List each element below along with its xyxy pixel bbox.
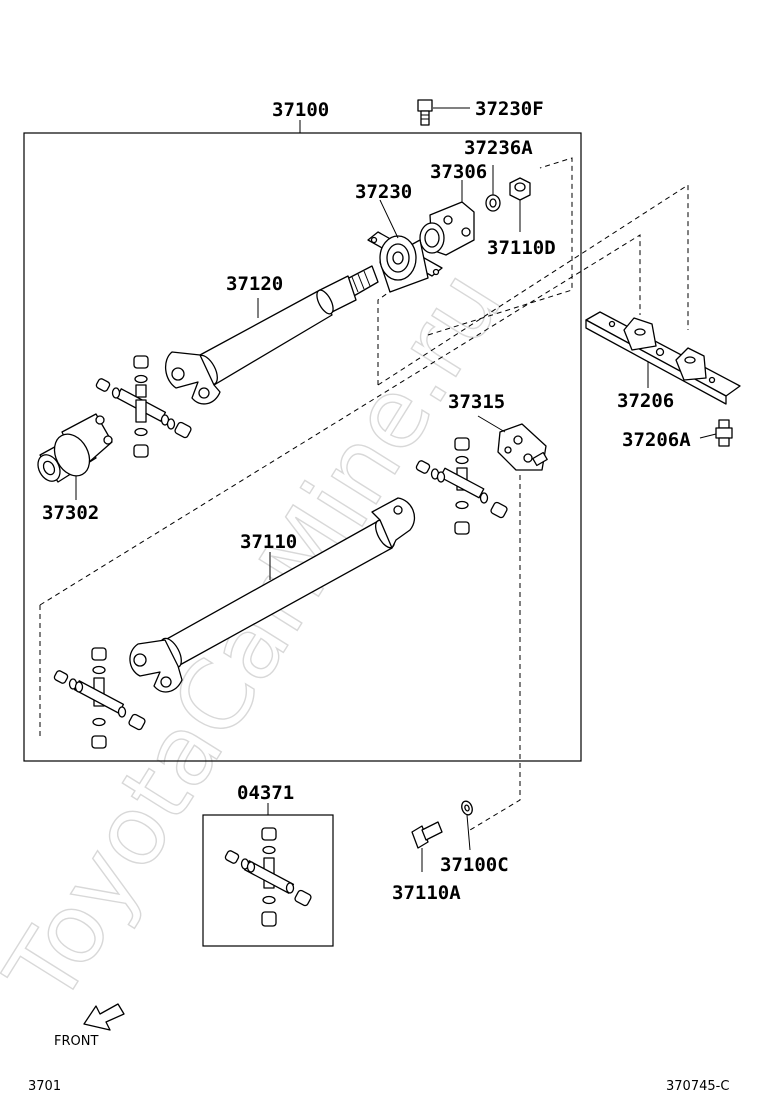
center-bearing-37230 xyxy=(367,231,443,293)
diagram-code-left: 3701 xyxy=(28,1079,61,1094)
label-37206a: 37206A xyxy=(622,429,691,451)
grease-fitting-37206a xyxy=(715,419,733,447)
guide-line-flange xyxy=(469,475,521,831)
label-37206: 37206 xyxy=(617,390,674,412)
bolt-37230f xyxy=(417,99,433,126)
label-37100c: 37100C xyxy=(440,854,509,876)
center-support-bracket-37206 xyxy=(585,311,741,405)
leader-37206a xyxy=(699,433,717,439)
lock-washer-37100c xyxy=(461,800,473,816)
sleeve-yoke-37302 xyxy=(37,413,113,483)
leader-37230 xyxy=(379,199,399,239)
bolt-37110a xyxy=(411,821,443,849)
washer-37236a xyxy=(485,194,501,212)
label-37302: 37302 xyxy=(42,502,99,524)
leader-37315 xyxy=(477,415,506,433)
universal-joint-spider-upper xyxy=(95,355,192,458)
guide-line-center-bearing xyxy=(427,157,573,336)
label-37230: 37230 xyxy=(355,181,412,203)
label-37110a: 37110A xyxy=(392,882,461,904)
label-37110d: 37110D xyxy=(487,237,556,259)
flange-yoke-37315 xyxy=(497,423,548,471)
nut-37110d xyxy=(509,177,531,201)
propeller-shaft-37110 xyxy=(129,497,415,693)
label-37236a: 37236A xyxy=(464,137,533,159)
label-37100: 37100 xyxy=(272,99,329,121)
yoke-flange-37306 xyxy=(419,201,475,256)
assembly-frame xyxy=(23,132,582,762)
front-label: FRONT xyxy=(54,1034,98,1049)
universal-joint-kit-04371 xyxy=(224,827,312,927)
label-37315: 37315 xyxy=(448,391,505,413)
label-37110: 37110 xyxy=(240,531,297,553)
guide-line-bracket-left xyxy=(39,234,641,606)
guide-line-37120 xyxy=(377,289,393,385)
front-arrow-icon xyxy=(83,1003,125,1031)
label-37120: 37120 xyxy=(226,273,283,295)
propeller-shaft-37120 xyxy=(165,265,379,405)
label-37306: 37306 xyxy=(430,161,487,183)
leader-37100c xyxy=(466,814,471,851)
label-04371: 04371 xyxy=(237,782,294,804)
universal-joint-spider-lower xyxy=(53,647,146,749)
diagram-code-right: 370745-C xyxy=(666,1079,729,1094)
label-37230f: 37230F xyxy=(475,98,544,120)
watermark-text: ToyotaCarMine.ru xyxy=(0,252,524,1023)
universal-joint-spider-right xyxy=(415,437,508,535)
